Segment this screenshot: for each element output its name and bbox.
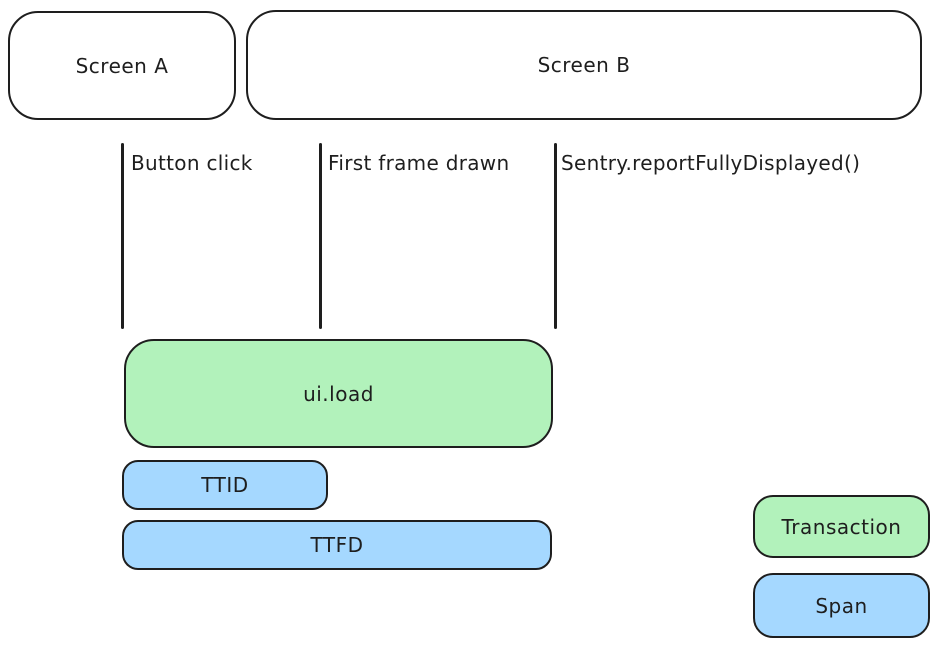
ui-load-label: ui.load [303, 381, 374, 406]
screen-a-box: Screen A [8, 11, 236, 120]
screen-b-box: Screen B [246, 10, 922, 120]
report-fully-displayed-marker-line [554, 143, 557, 329]
button-click-label: Button click [131, 151, 253, 175]
ttid-label: TTID [201, 473, 249, 497]
ttfd-span-bar: TTFD [122, 520, 552, 570]
ttid-span-bar: TTID [122, 460, 328, 510]
legend-span: Span [753, 573, 930, 638]
legend-span-label: Span [815, 593, 868, 618]
ui-load-transaction-bar: ui.load [124, 339, 553, 448]
screen-b-label: Screen B [537, 53, 631, 77]
button-click-marker-line [121, 143, 124, 329]
first-frame-drawn-marker-line [319, 143, 322, 329]
first-frame-drawn-label: First frame drawn [328, 151, 510, 175]
report-fully-displayed-label: Sentry.reportFullyDisplayed() [561, 151, 861, 175]
legend-transaction-label: Transaction [781, 514, 902, 539]
ttfd-label: TTFD [310, 533, 364, 557]
screen-a-label: Screen A [75, 53, 169, 78]
legend-transaction: Transaction [753, 495, 930, 558]
